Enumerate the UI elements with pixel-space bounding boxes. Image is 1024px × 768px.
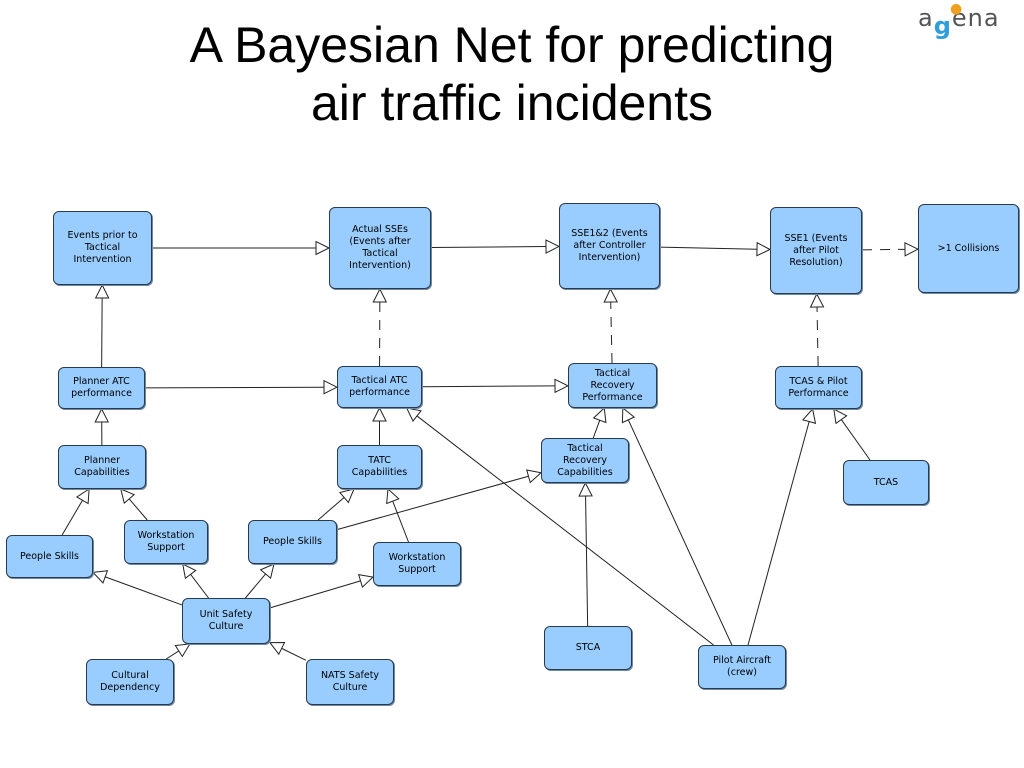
node-tactical-atc[interactable]: Tactical ATC performance: [337, 366, 422, 408]
node-nats-safety-culture[interactable]: NATS Safety Culture: [306, 659, 394, 705]
node-planner-atc[interactable]: Planner ATC performance: [58, 367, 145, 409]
arrowhead-icon: [621, 406, 636, 424]
edge-unit_safety-to-people_skills_2: [244, 573, 266, 599]
arrowhead-icon: [904, 242, 920, 257]
edge-pilot_aircraft-to-tcas_pilot: [747, 421, 810, 646]
edge-unit_safety-to-people_skills_1: [105, 576, 183, 606]
arrowhead-icon: [259, 563, 275, 580]
node-workstation-support-planner[interactable]: Workstation Support: [124, 520, 208, 564]
edge-tactical_atc-to-tactical_recovery_perf: [421, 385, 556, 388]
arrowhead-icon: [603, 287, 619, 303]
arrowhead-icon: [182, 563, 197, 580]
arrowhead-icon: [94, 407, 110, 423]
edge-workstation_1-to-planner_cap: [128, 498, 148, 521]
arrowhead-icon: [386, 487, 400, 505]
node-collisions[interactable]: >1 Collisions: [918, 204, 1019, 293]
edge-pilot_aircraft-to-tactical_atc: [416, 415, 714, 646]
arrowhead-icon: [756, 241, 772, 257]
node-actual-sses[interactable]: Actual SSEs (Events after Tactical Inter…: [329, 207, 431, 289]
arrowhead-icon: [120, 488, 136, 505]
arrowhead-icon: [833, 408, 848, 425]
node-sse12[interactable]: SSE1&2 (Events after Controller Interven…: [559, 203, 660, 289]
arrowhead-icon: [174, 643, 191, 658]
arrowhead-icon: [338, 488, 355, 504]
arrowhead-icon: [372, 287, 388, 303]
node-tactical-recovery-performance[interactable]: Tactical Recovery Performance: [568, 363, 657, 408]
arrowhead-icon: [526, 469, 543, 484]
edge-unit_safety-to-workstation_2: [269, 580, 361, 609]
node-pilot-aircraft[interactable]: Pilot Aircraft (crew): [698, 645, 786, 689]
node-people-skills-planner[interactable]: People Skills: [6, 535, 93, 578]
node-cultural-dependency[interactable]: Cultural Dependency: [86, 659, 174, 705]
node-events-prior[interactable]: Events prior to Tactical Intervention: [53, 211, 152, 285]
arrowhead-icon: [592, 406, 607, 424]
edge-workstation_2-to-tatc_cap: [392, 500, 409, 543]
logo-dot-icon: ●: [950, 1, 964, 17]
title-line-1: A Bayesian Net for predicting: [189, 17, 835, 73]
edge-unit_safety-to-workstation_1: [190, 574, 209, 599]
edge-tactical_recovery_perf-to-sse12: [610, 301, 613, 364]
arrowhead-icon: [75, 488, 90, 505]
edge-pilot_aircraft-to-tactical_recovery_perf: [627, 419, 733, 646]
arrowhead-icon: [405, 407, 422, 423]
node-workstation-support-tatc[interactable]: Workstation Support: [373, 542, 461, 586]
arrowhead-icon: [545, 239, 561, 254]
edge-tactical_recovery_cap-to-tactical_recovery_perf: [592, 420, 601, 439]
node-tactical-recovery-capabilities[interactable]: Tactical Recovery Capabilities: [541, 438, 629, 483]
arrowhead-icon: [91, 570, 109, 584]
node-unit-safety-culture[interactable]: Unit Safety Culture: [182, 598, 270, 644]
edge-people_skills_1-to-planner_cap: [61, 499, 83, 536]
arrowhead-icon: [372, 406, 387, 422]
edge-stca-to-tactical_recovery_cap: [585, 495, 589, 627]
edge-tcas-to-tcas_pilot: [840, 419, 871, 461]
node-stca[interactable]: STCA: [544, 626, 632, 670]
arrowhead-icon: [809, 292, 825, 308]
node-people-skills-tatc[interactable]: People Skills: [248, 520, 337, 564]
edge-people_skills_2-to-tactical_recovery_cap: [336, 475, 529, 531]
edge-nats_safety-to-unit_safety: [281, 647, 307, 661]
edge-tcas_pilot-to-sse1: [816, 306, 819, 367]
node-tatc-capabilities[interactable]: TATC Capabilities: [337, 445, 422, 489]
arrowhead-icon: [802, 407, 817, 424]
page-title: A Bayesian Net for predicting air traffi…: [0, 16, 1024, 132]
edge-people_skills_2-to-tatc_cap: [317, 497, 345, 521]
node-tcas[interactable]: TCAS: [843, 460, 929, 505]
node-sse1[interactable]: SSE1 (Events after Pilot Resolution): [770, 207, 862, 294]
arrowhead-icon: [357, 573, 375, 588]
edge-actual_sses-to-sse12: [430, 246, 547, 249]
title-line-2: air traffic incidents: [310, 75, 714, 131]
edge-sse1-to-collisions: [861, 248, 906, 251]
edge-planner_atc-to-tactical_atc: [144, 386, 325, 389]
arrowhead-icon: [315, 240, 331, 256]
arrowhead-icon: [268, 642, 286, 656]
arrowhead-icon: [323, 379, 339, 395]
node-planner-capabilities[interactable]: Planner Capabilities: [58, 445, 146, 489]
edge-cultural-to-unit_safety: [165, 650, 180, 660]
node-tcas-pilot-performance[interactable]: TCAS & Pilot Performance: [775, 366, 862, 409]
edge-sse12-to-sse1: [659, 246, 758, 250]
arrowhead-icon: [578, 481, 593, 497]
agena-logo: a●gena: [918, 1, 1000, 40]
arrowhead-icon: [94, 283, 110, 299]
arrowhead-icon: [554, 378, 570, 394]
